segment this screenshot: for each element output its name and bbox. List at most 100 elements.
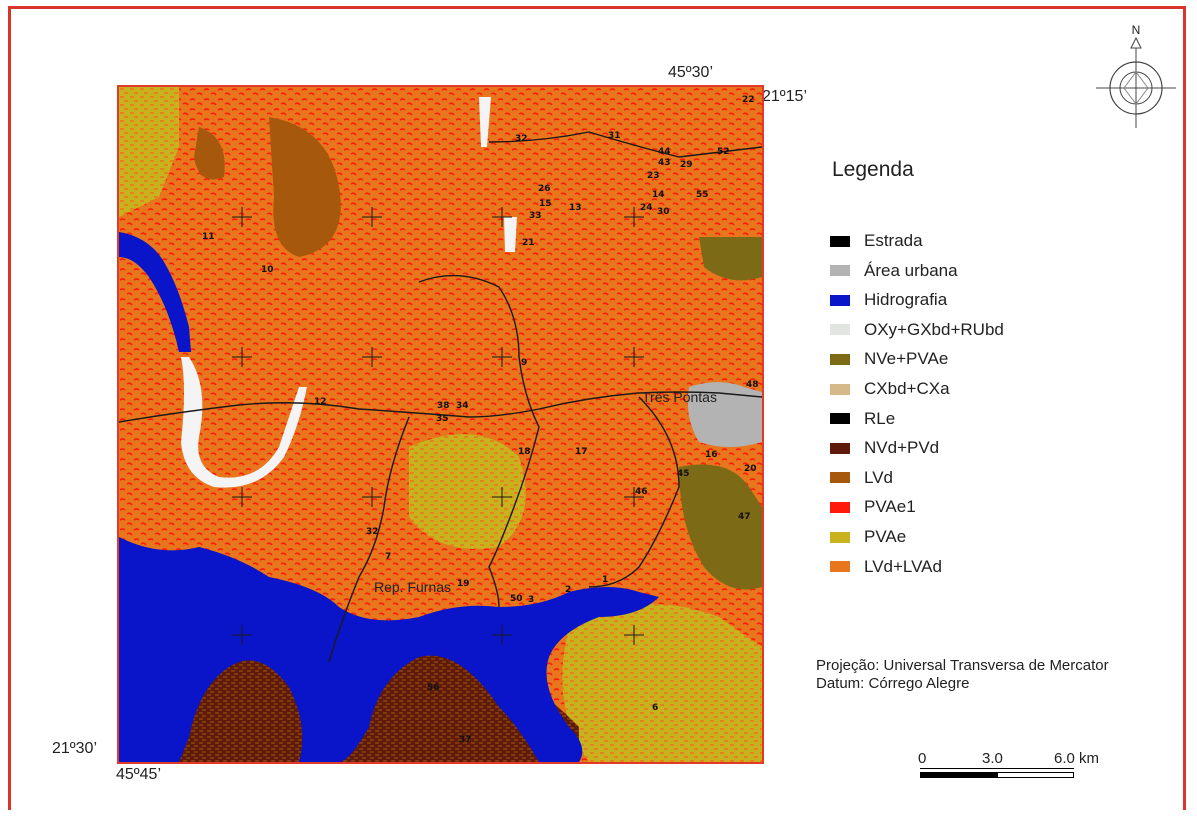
nve-pvae-east (679, 464, 762, 590)
scale-top-line (920, 768, 1074, 769)
point-label: 21 (522, 238, 535, 248)
point-label: 34 (456, 401, 469, 411)
oxy-gxbd-rubd-center (504, 217, 517, 252)
point-label: 26 (538, 184, 551, 194)
top-right-latitude: 21º15’ (762, 88, 807, 105)
legend-swatch (830, 265, 850, 277)
pvae-center (409, 434, 526, 549)
figure-frame (8, 6, 1186, 810)
lvd-patch-small (194, 127, 225, 180)
legend-item: Hidrografia (830, 289, 947, 311)
point-label: 2 (565, 585, 572, 595)
legend-title: Legenda (832, 158, 914, 181)
legend-swatch (830, 413, 850, 425)
point-label: 32 (366, 527, 379, 537)
point-label: 35 (436, 414, 449, 424)
point-label: 43 (658, 158, 671, 168)
point-label: 50 (510, 594, 523, 604)
scale-label-3: 3.0 (982, 750, 1003, 767)
legend-label: Hidrografia (864, 290, 948, 310)
projection-info: Projeção: Universal Transversa de Mercat… (816, 657, 1109, 693)
legend-label: OXy+GXbd+RUbd (864, 319, 1004, 339)
bottom-left-longitude: 45º45’ (116, 766, 161, 783)
point-label: 14 (652, 190, 665, 200)
legend-label: Estrada (864, 231, 923, 250)
road-north-south (418, 274, 540, 608)
legend-swatch (830, 531, 850, 543)
scale-bar: 0 3.0 6.0 km (914, 750, 1114, 790)
road-north (488, 131, 762, 158)
pvae-patch (119, 87, 179, 217)
label-rep-furnas: Rep. Furnas (374, 579, 452, 595)
legend-swatch (830, 353, 850, 365)
legend-swatch (830, 442, 850, 454)
lvd-patch (269, 117, 341, 257)
point-label: 17 (575, 447, 588, 457)
point-label: 15 (539, 199, 552, 209)
legend-item: NVe+PVAe (830, 348, 948, 370)
point-label: 37 (459, 735, 472, 745)
legend-item: Estrada (830, 230, 923, 252)
legend-label: PVAe1 (864, 497, 916, 517)
label-tres-pontas: Três Pontas (642, 389, 717, 405)
legend-item: NVd+PVd (830, 437, 939, 459)
road-southeast (588, 396, 680, 588)
legend-label: NVe+PVAe (864, 349, 949, 369)
soil-map: Três Pontas Rep. Furnas 22 31 32 44 43 2… (117, 85, 764, 764)
legend-item: CXbd+CXa (830, 378, 950, 400)
oxy-gxbd-rubd-north (479, 97, 491, 147)
point-label: 23 (647, 171, 660, 181)
legend-swatch (830, 383, 850, 395)
legend-item: PVAe1 (830, 496, 916, 518)
scale-label-6: 6.0 km (1054, 750, 1100, 767)
nve-pvae-east-upper (699, 237, 762, 281)
point-label: 33 (529, 211, 542, 221)
scale-label-0: 0 (918, 750, 927, 767)
north-label: N (1132, 23, 1141, 37)
point-label: 55 (696, 190, 709, 200)
datum-line: Datum: Córrego Alegre (816, 675, 970, 692)
point-label: 16 (705, 450, 718, 460)
legend-label: RLe (864, 408, 896, 428)
legend-swatch (830, 235, 850, 247)
point-label: 38 (437, 401, 450, 411)
pvae-southeast (562, 604, 762, 762)
point-label: 9 (521, 358, 528, 368)
river-northwest (119, 232, 191, 352)
legend-item: RLe (830, 408, 895, 430)
legend-item: Área urbana (830, 260, 958, 282)
soil-map-canvas (119, 87, 762, 762)
point-label: 32 (515, 134, 528, 144)
legend-label: LVd+LVAd (864, 556, 942, 576)
point-label: 19 (457, 579, 470, 589)
oxy-gxbd-rubd-band (181, 357, 307, 488)
point-label: 31 (608, 131, 621, 141)
road-east-west (119, 391, 762, 423)
legend-label: NVd+PVd (864, 438, 940, 458)
legend-swatch (830, 324, 850, 336)
point-label: 24 (640, 203, 653, 213)
scale-segment-1 (920, 772, 997, 778)
legend-item: OXy+GXbd+RUbd (830, 319, 1004, 341)
point-label: 29 (680, 160, 693, 170)
legend-item: LVd (830, 467, 893, 489)
reservoir-furnas (119, 537, 659, 762)
legend-swatch (830, 501, 850, 513)
legend-label: LVd (864, 467, 893, 487)
point-label: 56 (427, 683, 440, 693)
legend-swatch (830, 472, 850, 484)
point-label: 22 (742, 95, 755, 105)
legend-swatch (830, 561, 850, 573)
scale-segment-2 (997, 772, 1074, 778)
point-label: 47 (738, 512, 751, 522)
legend-label: Área urbana (864, 260, 958, 280)
point-label: 20 (744, 464, 757, 474)
point-label: 11 (202, 232, 215, 242)
point-label: 10 (261, 265, 274, 275)
legend-label: CXbd+CXa (864, 379, 950, 398)
legend-item: LVd+LVAd (830, 556, 942, 578)
point-label: 7 (385, 552, 392, 562)
point-label: 48 (746, 380, 759, 390)
grid-crosses (232, 207, 644, 645)
urban-tres-pontas (687, 382, 762, 447)
